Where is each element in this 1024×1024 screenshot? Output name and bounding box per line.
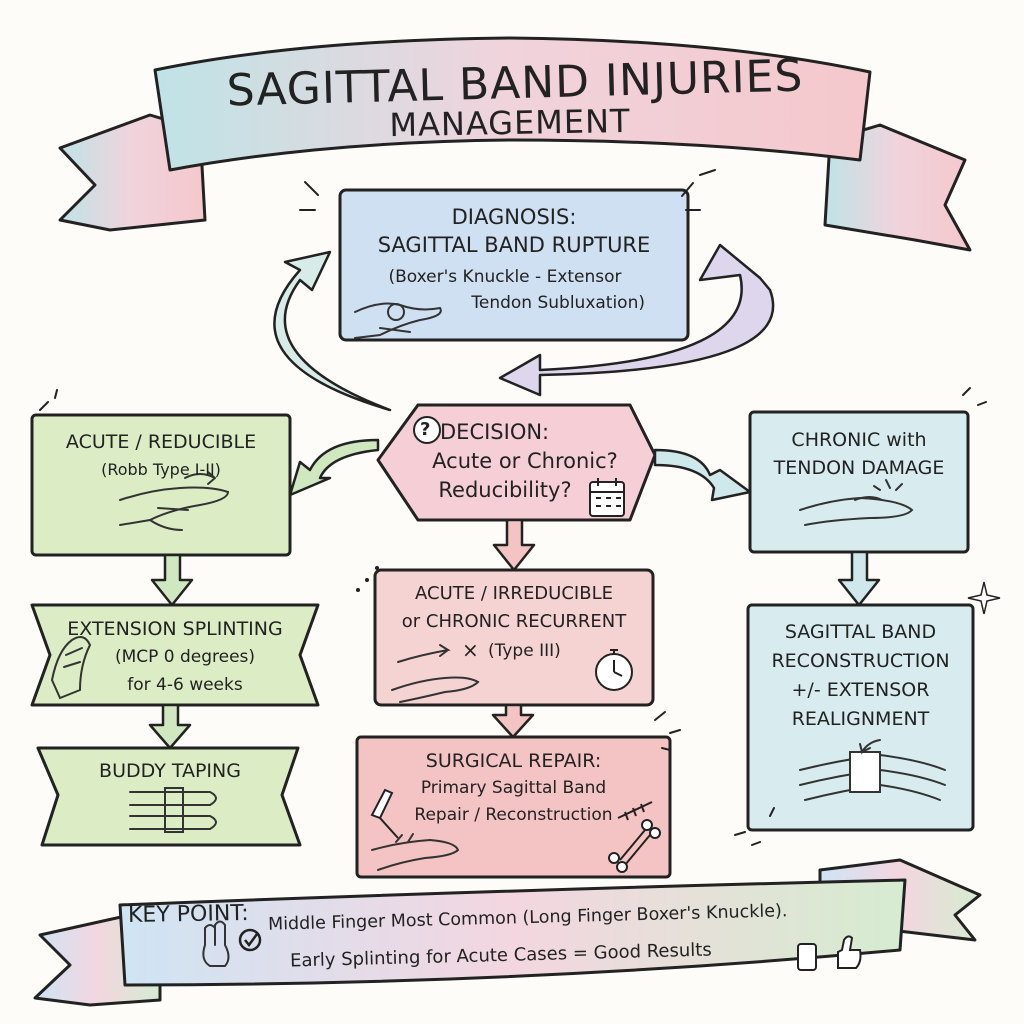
diagnosis-heading: DIAGNOSIS:	[451, 205, 577, 229]
question-icon: ?	[420, 419, 431, 440]
sketch-dot	[356, 588, 360, 592]
decision-hexagon	[376, 403, 657, 522]
buddy-taping-banner	[36, 746, 302, 847]
decision-line1: Acute or Chronic?	[432, 449, 618, 473]
arrow-to-acute-reducible	[288, 438, 380, 497]
chronic-line1: CHRONIC with	[791, 429, 927, 451]
key-point-fingers-icon	[202, 920, 230, 967]
acute-irreducible-text: ACUTE / IRREDUCIBLE or CHRONIC RECURRENT	[375, 580, 653, 636]
stopwatch-icon	[595, 649, 633, 691]
page-subtitle: MANAGEMENT	[389, 101, 631, 145]
chronic-finger-icon	[799, 479, 914, 526]
checkmark-icon	[238, 928, 262, 952]
surgical-repair-line2: Repair / Reconstruction	[414, 805, 613, 825]
arrow-decision-to-irreducible	[492, 518, 536, 572]
reconstruction-line1: SAGITTAL BAND	[784, 621, 937, 643]
decision-line2: Reducibility?	[438, 478, 572, 502]
extension-splinting-heading: EXTENSION SPLINTING	[67, 618, 283, 640]
diagnosis-text: DIAGNOSIS: SAGITTAL BAND RUPTURE	[340, 203, 688, 259]
diagnosis-box	[338, 188, 690, 342]
sketch-marks	[39, 169, 987, 846]
acute-hand-icon	[119, 471, 230, 531]
extension-splinting-line2: for 4-6 weeks	[127, 675, 243, 695]
arrow-acute-to-splint	[150, 553, 194, 607]
acute-reducible-text: ACUTE / REDUCIBLE (Robb Type I-II)	[32, 428, 290, 484]
key-point-main	[118, 878, 907, 987]
diagnosis-subheading: SAGITTAL BAND RUPTURE	[377, 233, 651, 257]
buddy-taping-heading: BUDDY TAPING	[99, 760, 241, 782]
title-banner	[58, 36, 972, 252]
surgical-hand-icon	[371, 833, 460, 871]
left-curved-arrow	[273, 250, 392, 412]
extension-splinting-banner	[30, 603, 320, 707]
reconstruction-text: SAGITTAL BAND RECONSTRUCTION +/- EXTENSO…	[748, 618, 973, 734]
acute-irreducible-type: (Type III)	[488, 641, 561, 661]
extension-splinting-text: EXTENSION SPLINTING (MCP 0 degrees) for …	[40, 615, 310, 699]
splint-finger-icon	[50, 635, 92, 700]
acute-reducible-sub: (Robb Type I-II)	[101, 460, 221, 479]
reconstruction-line4: REALIGNMENT	[791, 708, 930, 730]
surgical-repair-heading: SURGICAL REPAIR:	[425, 750, 602, 772]
sketch-dot	[365, 578, 369, 582]
key-point-label: KEY POINT:	[127, 900, 249, 929]
stitches-icon	[617, 801, 653, 821]
chronic-text: CHRONIC with TENDON DAMAGE	[750, 426, 968, 482]
arrow-splint-to-buddy	[148, 703, 192, 750]
bone-icon	[608, 819, 661, 873]
title-banner-main	[153, 36, 872, 172]
acute-irreducible-line1: ACUTE / IRREDUCIBLE	[415, 583, 613, 604]
calendar-icon	[589, 478, 625, 517]
right-curved-arrow	[498, 243, 775, 397]
diagnosis-hand-icon	[354, 302, 442, 339]
decision-heading: DECISION:	[440, 420, 550, 444]
x-mark: ×	[462, 638, 479, 662]
irreducible-hand-icon	[391, 644, 480, 703]
arrow-chronic-to-reconstruction	[837, 550, 881, 607]
sketch-dot	[375, 566, 379, 570]
hand-illustrations	[50, 302, 946, 967]
key-point-banner	[33, 858, 982, 1007]
arrow-irreducible-to-surgical	[491, 703, 535, 739]
extension-splinting-line1: (MCP 0 degrees)	[114, 647, 256, 667]
buddy-taping-text: BUDDY TAPING	[40, 758, 300, 784]
acute-irreducible-line2: or CHRONIC RECURRENT	[401, 611, 627, 632]
arrow-to-chronic	[653, 448, 752, 502]
diagnosis-sub-line1: (Boxer's Knuckle - Extensor	[388, 267, 622, 287]
acute-reducible-box	[30, 413, 292, 557]
sparkle-icon	[967, 581, 1001, 615]
diagnosis-sub: (Boxer's Knuckle - Extensor Tendon Sublu…	[345, 264, 665, 316]
chronic-line2: TENDON DAMAGE	[773, 457, 945, 479]
acute-reducible-heading: ACUTE / REDUCIBLE	[65, 431, 257, 453]
diagnosis-sub-line2: Tendon Subluxation)	[471, 293, 645, 313]
surgical-repair-text: SURGICAL REPAIR: Primary Sagittal Band R…	[357, 748, 670, 829]
reconstruction-tendon-icon	[799, 739, 946, 801]
decision-text: DECISION: Acute or Chronic? Reducibility…	[400, 418, 650, 505]
buddy-taping-fingers-icon	[129, 787, 217, 833]
surgical-repair-line1: Primary Sagittal Band	[420, 778, 607, 798]
thumbs-up-icon	[797, 935, 862, 971]
question-icon	[413, 416, 441, 444]
scalpel-icon	[370, 788, 399, 839]
reconstruction-line3: +/- EXTENSOR	[791, 679, 930, 701]
reconstruction-line2: RECONSTRUCTION	[771, 650, 950, 672]
